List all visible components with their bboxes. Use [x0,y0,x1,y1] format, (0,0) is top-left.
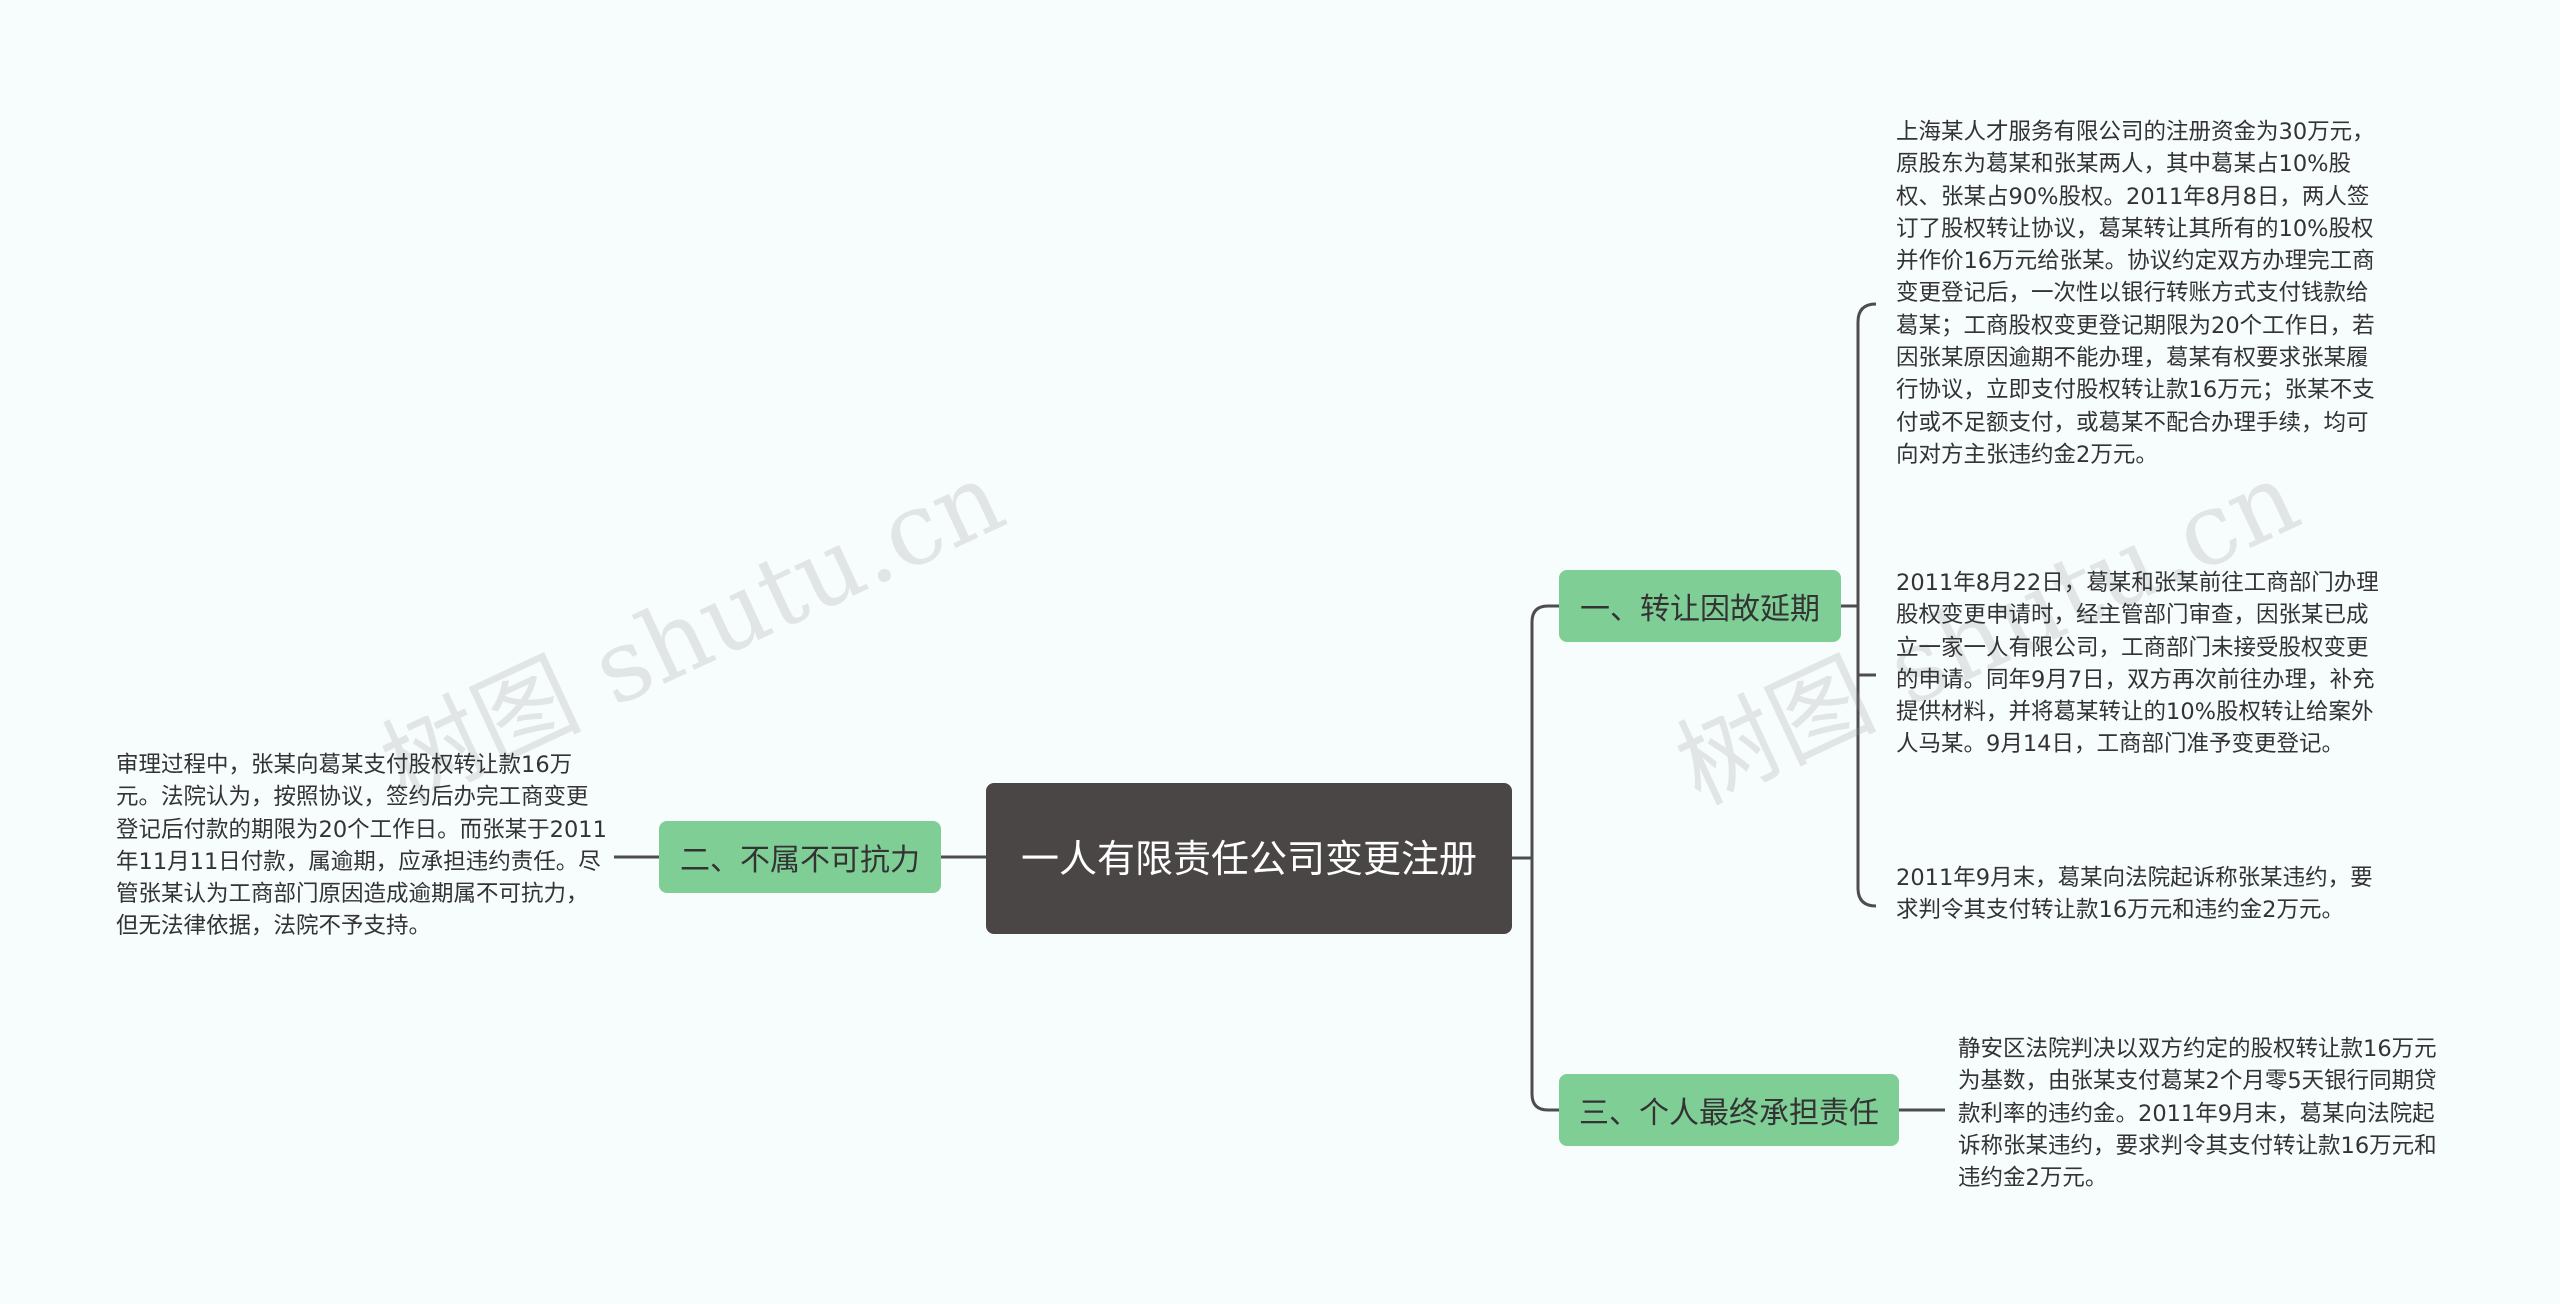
branch-topic-transfer-delay[interactable]: 一、转让因故延期 [1559,570,1841,642]
branch-topic-not-force-majeure[interactable]: 二、不属不可抗力 [659,821,941,893]
connector-right-spine [1530,604,1559,1112]
root-topic[interactable]: 一人有限责任公司变更注册 [986,783,1512,934]
leaf-topic-judgment[interactable]: 静安区法院判决以双方约定的股权转让款16万元为基数，由张某支付葛某2个月零5天银… [1958,1036,2437,1192]
leaf-topic-registration[interactable]: 2011年8月22日，葛某和张某前往工商部门办理股权变更申请时，经主管部门审查，… [1896,570,2379,758]
leaf-topic-court-opinion[interactable]: 审理过程中，张某向葛某支付股权转让款16万元。法院认为，按照协议，签约后办完工商… [116,752,607,940]
leaf-topic-lawsuit[interactable]: 2011年9月末，葛某向法院起诉称张某违约，要求判令其支付转让款16万元和违约金… [1896,865,2373,924]
leaf-topic-agreement[interactable]: 上海某人才服务有限公司的注册资金为30万元，原股东为葛某和张某两人，其中葛某占1… [1896,119,2375,468]
branch-topic-label: 二、不属不可抗力 [680,843,920,878]
root-topic-label: 一人有限责任公司变更注册 [1020,836,1477,881]
branch-topic-personal-liability[interactable]: 三、个人最终承担责任 [1559,1074,1899,1146]
branch-topic-label: 三、个人最终承担责任 [1579,1096,1879,1131]
branch-topic-label: 一、转让因故延期 [1580,592,1820,627]
connector-b1-bracket [1856,302,1877,908]
